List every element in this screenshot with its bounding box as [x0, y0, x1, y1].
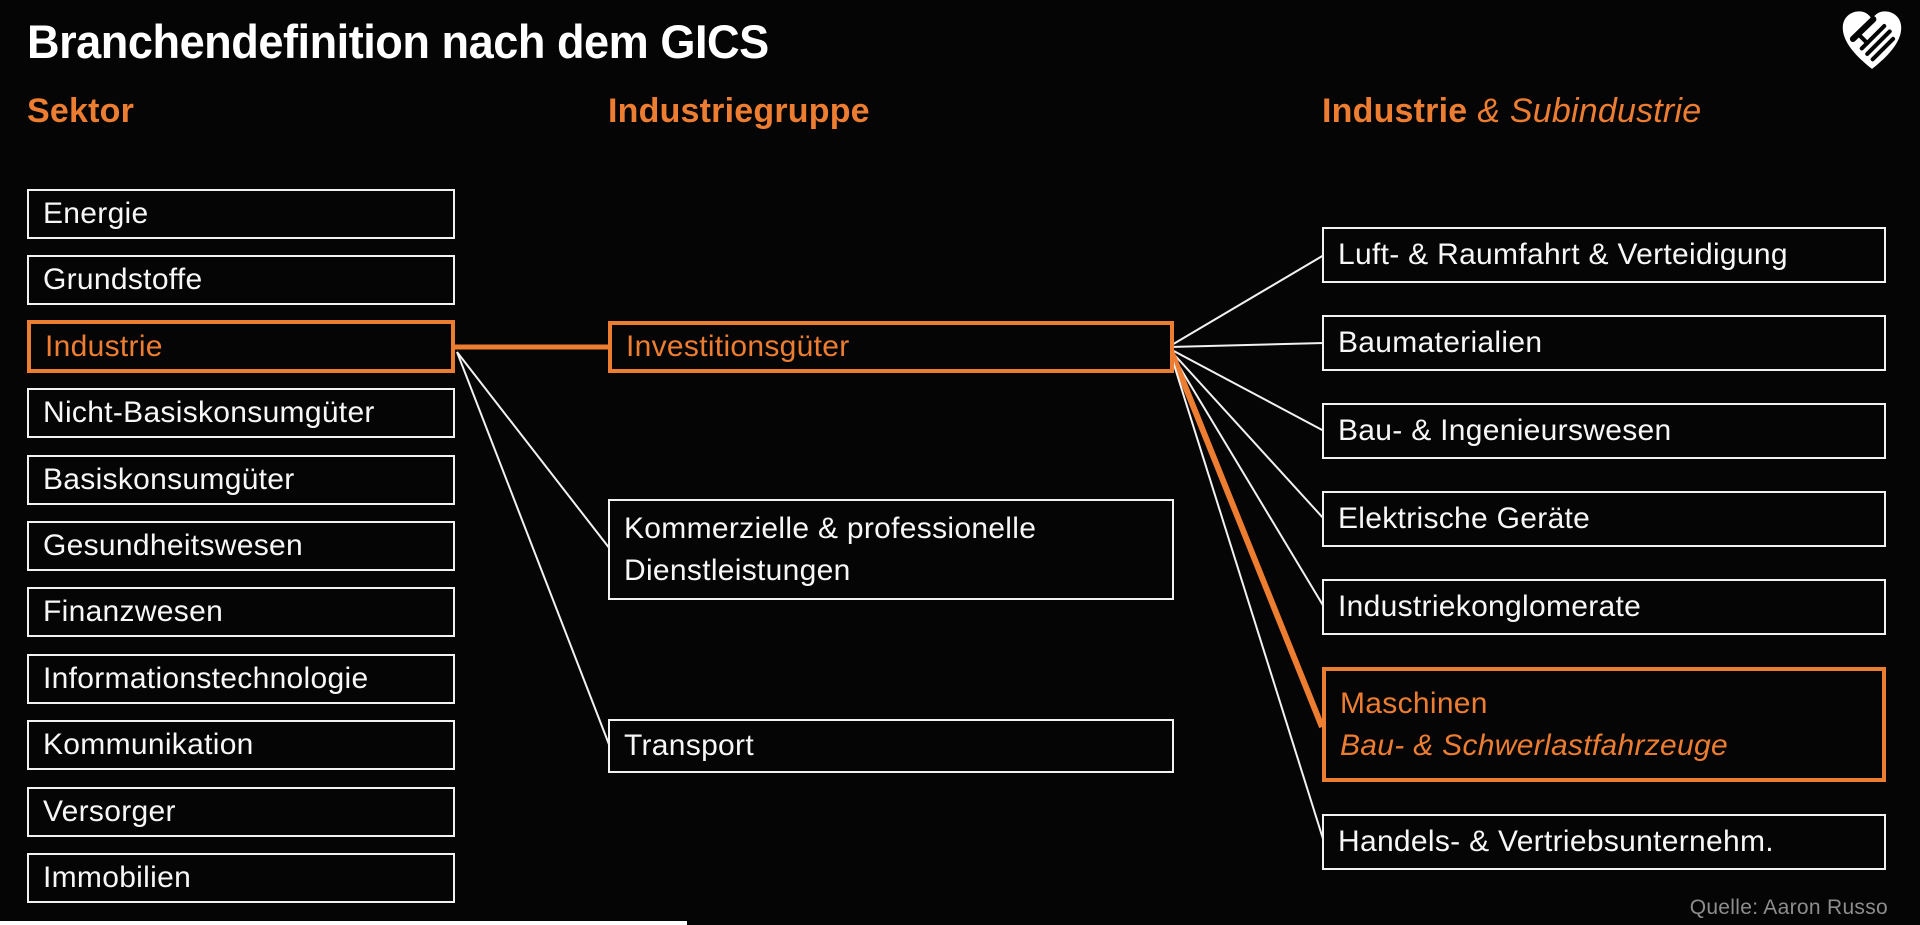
- box-label: Informationstechnologie: [43, 662, 369, 696]
- box-label: Versorger: [43, 795, 176, 829]
- connector-investitionsgueter-konglomerate: [1169, 350, 1325, 608]
- header-subindustrie-part: & Subindustrie: [1477, 92, 1702, 130]
- sektor-box-industrie-highlighted: Industrie: [27, 320, 455, 373]
- sektor-box-finanzwesen: Finanzwesen: [27, 587, 455, 637]
- industrie-box-baumaterialien: Baumaterialien: [1322, 315, 1886, 371]
- column-header-sektor: Sektor: [27, 92, 135, 130]
- connector-investitionsgueter-elektrische: [1169, 349, 1325, 520]
- header-industrie-part: Industrie: [1322, 92, 1468, 130]
- sektor-box-immobilien: Immobilien: [27, 853, 455, 903]
- box-label: Kommunikation: [43, 728, 254, 762]
- sektor-box-basiskonsumgueter: Basiskonsumgüter: [27, 455, 455, 505]
- box-label-line2: Dienstleistungen: [624, 553, 851, 587]
- box-label: Industrie: [45, 329, 163, 363]
- connector-investitionsgueter-baumaterialien: [1169, 342, 1325, 348]
- column-header-industriegruppe: Industriegruppe: [608, 92, 870, 130]
- industrie-box-bau-ingenieurswesen: Bau- & Ingenieurswesen: [1322, 403, 1886, 459]
- box-label-line1: Kommerzielle & professionelle: [624, 512, 1037, 546]
- industrie-box-handels-vertrieb: Handels- & Vertriebsunternehm.: [1322, 814, 1886, 870]
- box-label: Luft- & Raumfahrt & Verteidigung: [1338, 238, 1788, 272]
- connector-investitionsgueter-bauingenieurswesen: [1169, 348, 1325, 432]
- hands-heart-logo: [1842, 11, 1902, 69]
- box-label: Immobilien: [43, 861, 192, 895]
- box-label: Energie: [43, 197, 149, 231]
- sektor-box-informationstechnologie: Informationstechnologie: [27, 654, 455, 704]
- sektor-box-versorger: Versorger: [27, 787, 455, 837]
- sektor-box-gesundheitswesen: Gesundheitswesen: [27, 521, 455, 571]
- box-label: Handels- & Vertriebsunternehm.: [1338, 825, 1774, 859]
- connector-industrie-transport: [456, 351, 611, 748]
- box-label: Nicht-Basiskonsumgüter: [43, 396, 375, 430]
- box-label: Industriekonglomerate: [1338, 590, 1642, 624]
- box-label: Elektrische Geräte: [1338, 502, 1591, 536]
- sektor-box-nicht-basiskonsumgueter: Nicht-Basiskonsumgüter: [27, 388, 455, 438]
- connector-investitionsgueter-handels: [1169, 351, 1325, 843]
- box-label: Investitionsgüter: [626, 330, 850, 364]
- box-label: Transport: [624, 729, 754, 763]
- box-label: Basiskonsumgüter: [43, 463, 295, 497]
- box-label: Finanzwesen: [43, 595, 224, 629]
- gruppe-box-transport: Transport: [608, 719, 1174, 773]
- box-label: Grundstoffe: [43, 263, 203, 297]
- page-title: Branchendefinition nach dem GICS: [27, 15, 769, 68]
- sektor-box-energie: Energie: [27, 189, 455, 239]
- connector-investitionsgueter-maschinen: [1168, 349, 1325, 729]
- bottom-edge-strip: [0, 921, 687, 925]
- industrie-box-elektrische-geraete: Elektrische Geräte: [1322, 491, 1886, 547]
- connector-investitionsgueter-luftraumfahrt: [1169, 254, 1325, 347]
- box-sublabel: Bau- & Schwerlastfahrzeuge: [1340, 728, 1728, 762]
- sektor-box-kommunikation: Kommunikation: [27, 720, 455, 770]
- source-credit: Quelle: Aaron Russo: [1689, 896, 1888, 919]
- industrie-box-luft-raumfahrt: Luft- & Raumfahrt & Verteidigung: [1322, 227, 1886, 283]
- box-label: Baumaterialien: [1338, 326, 1543, 360]
- column-header-industrie-subindustrie: Industrie& Subindustrie: [1322, 92, 1701, 131]
- gruppe-box-investitionsgueter-highlighted: Investitionsgüter: [608, 321, 1174, 373]
- box-label: Maschinen: [1340, 687, 1488, 721]
- industrie-box-industriekonglomerate: Industriekonglomerate: [1322, 579, 1886, 635]
- box-label: Bau- & Ingenieurswesen: [1338, 414, 1672, 448]
- sektor-box-grundstoffe: Grundstoffe: [27, 255, 455, 305]
- industrie-box-maschinen-highlighted: Maschinen Bau- & Schwerlastfahrzeuge: [1322, 667, 1886, 782]
- connector-industrie-kommerzielle: [456, 351, 611, 550]
- gruppe-box-kommerzielle: Kommerzielle & professionelle Dienstleis…: [608, 499, 1174, 600]
- box-label: Gesundheitswesen: [43, 529, 303, 563]
